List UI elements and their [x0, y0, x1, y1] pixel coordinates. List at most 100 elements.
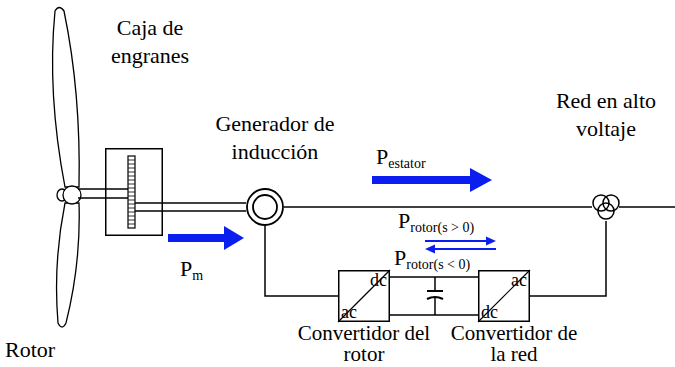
node-caption: Convertidor de la red — [444, 323, 584, 365]
caption-text: Convertidor del rotor — [298, 321, 430, 366]
line-part — [128, 188, 135, 189]
line-part — [128, 224, 135, 225]
line-part — [105, 188, 128, 190]
wire — [163, 210, 246, 212]
circle-part — [598, 203, 614, 219]
line-part — [128, 192, 135, 193]
power-subscript: m — [192, 268, 203, 283]
line-part — [128, 212, 135, 213]
line-part — [128, 204, 135, 205]
gen-symbol — [246, 188, 284, 226]
trafo-symbol — [592, 193, 620, 221]
power-label: Pestator — [376, 146, 426, 168]
wire — [284, 206, 592, 208]
caption-text: Rotor — [5, 337, 55, 362]
rotor-power-arrow-head — [486, 237, 496, 246]
power-label: Pm — [180, 258, 203, 280]
power-connection — [284, 207, 592, 208]
converter-type-label: dc — [370, 271, 387, 289]
wire — [163, 202, 246, 204]
node-caption: Red en alto voltaje — [546, 87, 666, 143]
line-part — [128, 180, 135, 181]
wire — [265, 226, 338, 296]
grid-transformer: Red en alto voltaje — [592, 193, 620, 221]
line-part — [128, 184, 135, 185]
power-connection — [265, 226, 338, 296]
rect-part — [128, 156, 135, 228]
power-symbol: P — [394, 245, 406, 270]
node-caption: Convertidor del rotor — [294, 323, 434, 365]
grid-converter: acdcConvertidor de la red — [478, 270, 530, 322]
rotor-power-arrow-shaft — [425, 240, 488, 242]
power-connection — [530, 221, 606, 296]
power-label: Protor(s < 0) — [394, 247, 470, 269]
node-caption: Generador de inducción — [190, 110, 360, 166]
induction-generator: Generador de inducción — [246, 188, 284, 226]
rotor-converter: dcacConvertidor del rotor — [338, 270, 390, 322]
line-part — [128, 164, 135, 165]
node-caption: Caja de engranes — [100, 14, 200, 70]
path-part — [53, 8, 80, 188]
rotor-symbol — [25, 3, 89, 333]
gearbox: Caja de engranes — [105, 148, 163, 236]
line-part — [128, 220, 135, 221]
line-part — [128, 168, 135, 169]
line-part — [78, 188, 89, 190]
converter-type-label: ac — [511, 271, 527, 289]
capacitor-lead — [434, 297, 436, 315]
rect-part — [479, 271, 530, 322]
circle-part — [247, 189, 283, 225]
capacitor-lead — [434, 277, 436, 291]
line-part — [128, 176, 135, 177]
rect-part — [339, 271, 390, 322]
converter-type-label: ac — [341, 303, 357, 321]
power-symbol: P — [398, 208, 410, 233]
wire — [89, 188, 105, 190]
grid-line — [619, 206, 675, 208]
line-part — [105, 197, 128, 199]
path-part — [57, 203, 80, 327]
power-connection — [163, 203, 246, 211]
rect-part — [106, 149, 163, 236]
caption-text: Caja de engranes — [111, 15, 189, 68]
line-part — [135, 210, 163, 212]
converter-type-text: dc — [481, 302, 498, 322]
power-connection — [390, 277, 478, 315]
line-part — [128, 208, 135, 209]
converter-type-text: ac — [511, 270, 527, 290]
line-part — [478, 270, 530, 322]
stator-power-arrow — [372, 168, 492, 192]
caption-text: Red en alto voltaje — [556, 88, 656, 141]
converter-type-text: dc — [370, 270, 387, 290]
mechanical-power-arrow — [168, 226, 244, 250]
line-part — [338, 270, 390, 322]
converter-type-label: dc — [481, 303, 498, 321]
power-subscript: rotor(s < 0) — [406, 257, 470, 272]
power-connection — [89, 189, 105, 198]
circle-part — [253, 195, 277, 219]
wire — [89, 197, 105, 199]
line-part — [128, 172, 135, 173]
node-caption: Rotor — [5, 336, 75, 364]
rotor-power-arrow-head — [425, 245, 435, 254]
rotor-power-arrow-shaft — [433, 248, 496, 250]
turbine-rotor: Rotor — [25, 3, 89, 333]
gear-symbol — [105, 148, 163, 236]
wire — [390, 314, 478, 316]
line-part — [135, 202, 163, 204]
wire — [390, 276, 478, 278]
power-subscript: estator — [388, 156, 425, 171]
capacitor-plate — [427, 290, 443, 292]
power-symbol: P — [180, 256, 192, 281]
line-part — [128, 200, 135, 201]
line-part — [128, 160, 135, 161]
caption-text: Convertidor de la red — [451, 321, 578, 366]
line-part — [128, 216, 135, 217]
power-subscript: rotor(s > 0) — [410, 220, 474, 235]
caption-text: Generador de inducción — [215, 111, 334, 164]
line-part — [128, 196, 135, 197]
power-label: Protor(s > 0) — [398, 210, 474, 232]
